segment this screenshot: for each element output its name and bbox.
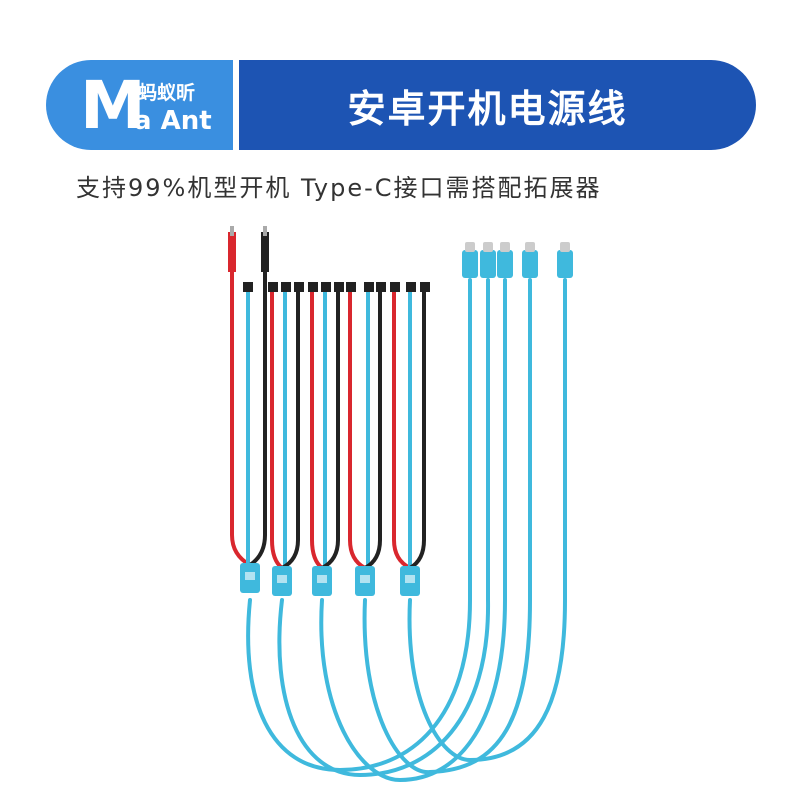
cable-loop [246,278,472,773]
split-joints [240,563,420,596]
logo-english-name: a Ant [134,106,212,136]
cable-loop [362,278,532,775]
cable-loop [319,278,507,783]
cable-loop [277,278,491,778]
battery-clip-connectors [268,282,430,292]
usb-c-connectors [462,242,573,278]
cable-loop [407,278,567,763]
brand-logo: M 蚂蚁昕 a Ant [46,60,233,150]
product-title: 安卓开机电源线 [347,86,628,131]
probe-pins [228,226,269,292]
header-banner: M 蚂蚁昕 a Ant 安卓开机电源线 [46,60,756,150]
logo-letter-m: M [80,67,146,144]
product-subtitle: 支持99%机型开机 Type-C接口需搭配拓展器 [76,174,602,202]
title-bar: 安卓开机电源线 [239,60,756,150]
banner-divider [233,60,239,150]
logo-chinese-name: 蚂蚁昕 [138,82,196,104]
